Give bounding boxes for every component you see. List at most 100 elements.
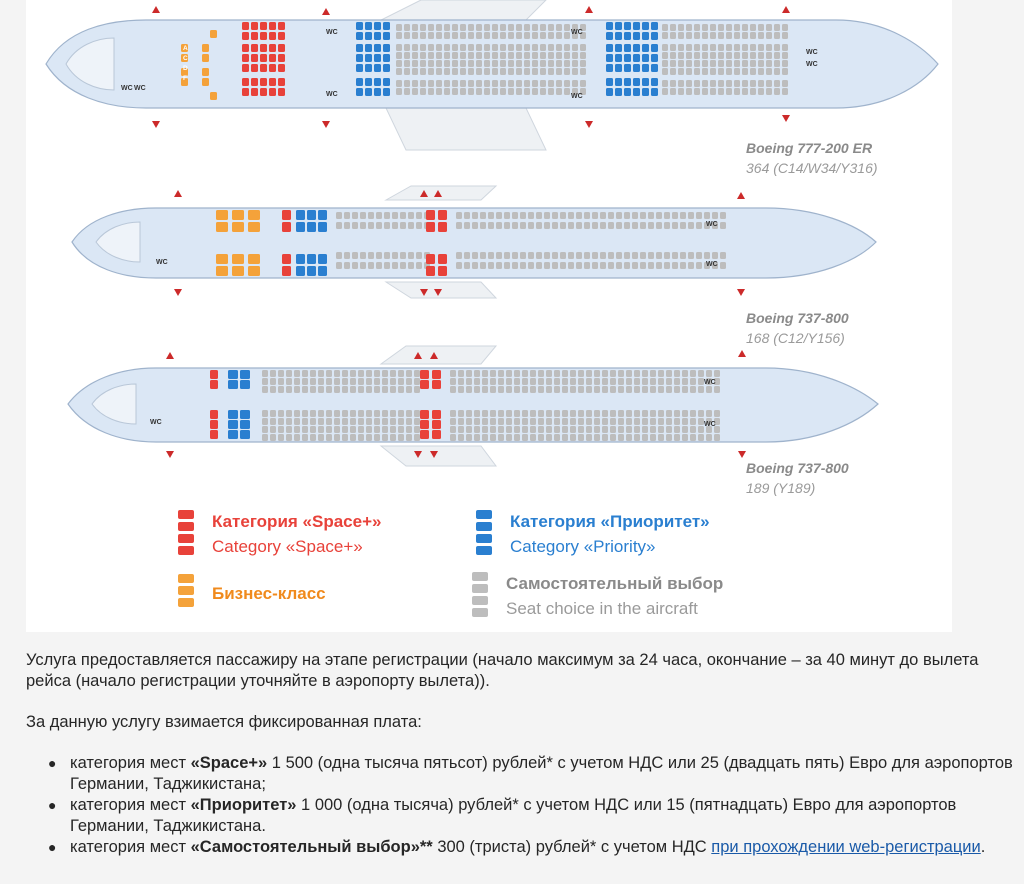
- seat: [726, 68, 732, 75]
- exit-arrow-up-icon: [152, 6, 160, 13]
- seat: [432, 370, 441, 379]
- seat: [484, 80, 490, 87]
- seat: [624, 252, 630, 259]
- wc-label: WC: [706, 221, 718, 228]
- seat: [412, 60, 418, 67]
- seat: [414, 418, 420, 425]
- seat: [572, 60, 578, 67]
- seat: [420, 88, 426, 95]
- fee-details: 1 500 (одна тысяча пятьсот) рублей* с уч…: [70, 754, 1013, 793]
- seat: [278, 378, 284, 385]
- seat: [404, 52, 410, 59]
- seat: [302, 426, 308, 433]
- seat: [608, 212, 614, 219]
- seat: [686, 44, 692, 51]
- seat: [766, 68, 772, 75]
- seat: [532, 44, 538, 51]
- seat: [242, 78, 249, 86]
- seat: [694, 60, 700, 67]
- seat: [490, 434, 496, 441]
- wing-top: [379, 345, 498, 365]
- seat: [608, 222, 614, 229]
- seat: [242, 88, 249, 96]
- seat: [633, 22, 640, 30]
- seat: [400, 252, 406, 259]
- seat: [310, 426, 316, 433]
- wc-label: WC: [150, 419, 162, 426]
- seat: [420, 430, 429, 439]
- seat: [294, 434, 300, 441]
- seat: [714, 434, 720, 441]
- seat: [408, 212, 414, 219]
- seat: [698, 386, 704, 393]
- seat: [600, 222, 606, 229]
- seat: [782, 68, 788, 75]
- seat: [626, 370, 632, 377]
- seat: [444, 60, 450, 67]
- seat: [694, 44, 700, 51]
- seat: [560, 212, 566, 219]
- seat: [374, 370, 380, 377]
- seat: [506, 410, 512, 417]
- seat: [210, 92, 217, 100]
- seat: [528, 212, 534, 219]
- seat: [356, 22, 363, 30]
- seat: [546, 410, 552, 417]
- seat: [307, 222, 316, 232]
- seat: [648, 262, 654, 269]
- seat: [522, 386, 528, 393]
- seat: [282, 210, 291, 220]
- seat: [766, 60, 772, 67]
- seat: [412, 68, 418, 75]
- seat: [210, 370, 218, 379]
- seat: [398, 370, 404, 377]
- seat: [492, 24, 498, 31]
- seat: [714, 410, 720, 417]
- seat: [498, 386, 504, 393]
- seat: [350, 410, 356, 417]
- seat: [766, 24, 772, 31]
- seat: [680, 212, 686, 219]
- seat: [548, 32, 554, 39]
- seat: [468, 44, 474, 51]
- seat: [466, 386, 472, 393]
- web-checkin-link[interactable]: при прохождении web-регистрации: [711, 838, 981, 856]
- seat: [580, 52, 586, 59]
- seat: [686, 32, 692, 39]
- seat: [390, 410, 396, 417]
- seat: [269, 44, 276, 52]
- seat: [702, 80, 708, 87]
- seat: [564, 68, 570, 75]
- seat: [504, 222, 510, 229]
- seat: [632, 262, 638, 269]
- seat: [444, 88, 450, 95]
- seat: [624, 262, 630, 269]
- seat: [714, 426, 720, 433]
- seat: [682, 418, 688, 425]
- seat: [682, 378, 688, 385]
- wc-label: WC: [806, 49, 818, 56]
- seat: [584, 252, 590, 259]
- seat: [408, 252, 414, 259]
- seat: [642, 32, 649, 40]
- seat: [702, 32, 708, 39]
- seat: [278, 370, 284, 377]
- legend-swatch-space-plus: [178, 510, 194, 558]
- seat: [694, 68, 700, 75]
- seat: [686, 24, 692, 31]
- seat: [742, 60, 748, 67]
- seat: [490, 378, 496, 385]
- seat: [476, 60, 482, 67]
- seat: [651, 22, 658, 30]
- seat: [710, 52, 716, 59]
- seat: [718, 52, 724, 59]
- seat: [278, 434, 284, 441]
- seat: [594, 410, 600, 417]
- seat: [436, 44, 442, 51]
- seat: [260, 88, 267, 96]
- seat: [556, 60, 562, 67]
- seat: [706, 370, 712, 377]
- exit-arrow-down-icon: [430, 451, 438, 458]
- seat: [536, 222, 542, 229]
- seat: [602, 418, 608, 425]
